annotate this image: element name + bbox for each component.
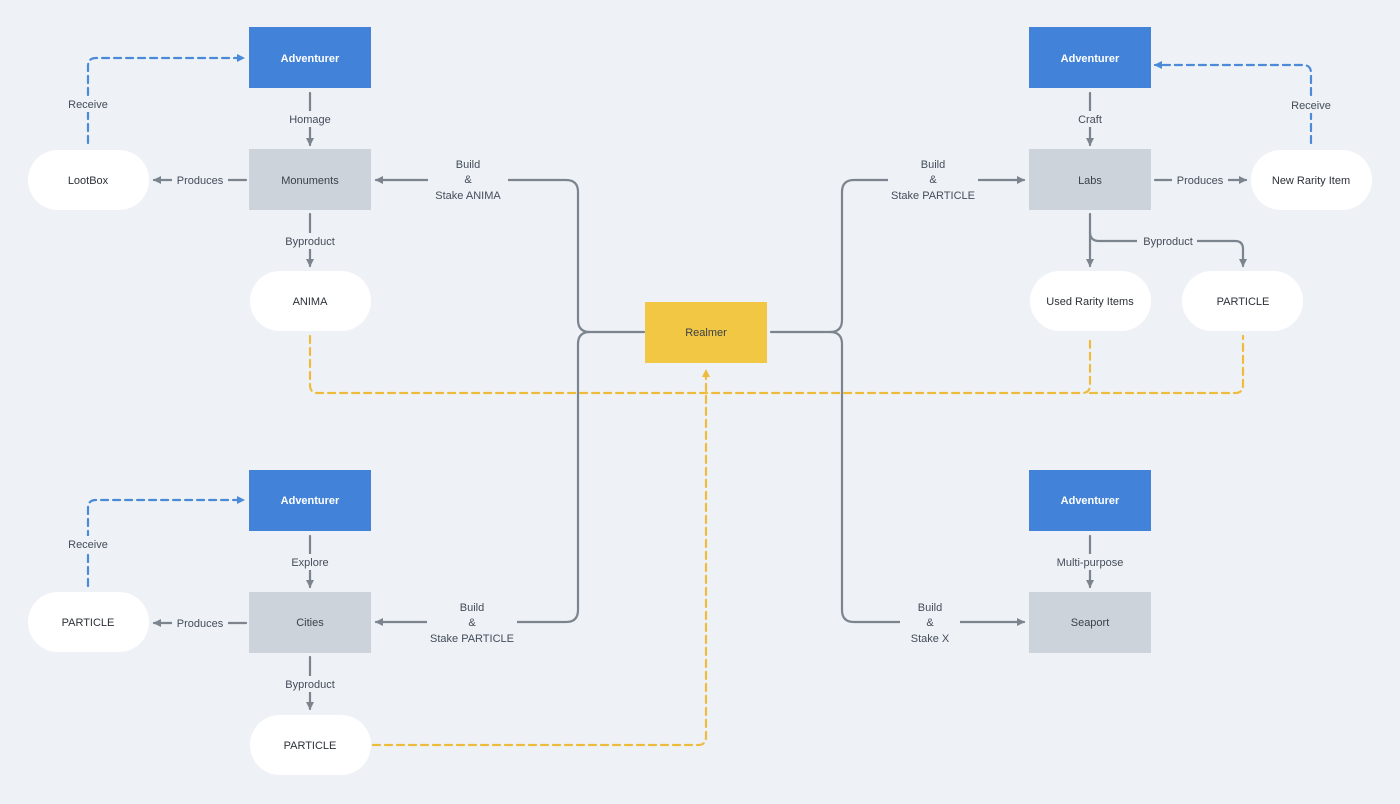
label-build-x-3: Stake X: [911, 633, 950, 645]
label-build-particle-tr-3: Stake PARTICLE: [891, 190, 975, 202]
node-monuments[interactable]: Monuments: [249, 149, 371, 210]
label-produces-tr: Produces: [1177, 175, 1224, 187]
return-line-particle-tr: [1088, 334, 1245, 395]
label-produces-bl: Produces: [177, 618, 224, 630]
node-label: Adventurer: [281, 495, 340, 507]
label-build-particle-bl-2: &: [468, 617, 476, 629]
label-build-x-2: &: [926, 617, 934, 629]
receive-line-bl: [86, 496, 246, 588]
label-build-anima-3: Stake ANIMA: [435, 190, 501, 202]
node-adventurer-br[interactable]: Adventurer: [1029, 470, 1151, 531]
label-build-particle-tr-1: Build: [921, 159, 945, 171]
label-receive-tl: Receive: [68, 99, 108, 111]
node-lootbox[interactable]: LootBox: [28, 150, 149, 210]
edge-labels: Receive Homage Produces Byproduct Build …: [62, 96, 1337, 692]
bus-right: [769, 176, 1026, 334]
node-label: Seaport: [1071, 617, 1110, 629]
node-label: ANIMA: [293, 296, 329, 308]
label-build-x-1: Build: [918, 602, 942, 614]
return-line-anima: [308, 334, 1092, 395]
node-adventurer-tr[interactable]: Adventurer: [1029, 27, 1151, 88]
node-label: Adventurer: [1061, 53, 1120, 65]
node-label: Realmer: [685, 327, 727, 339]
label-receive-tr: Receive: [1291, 100, 1331, 112]
label-build-particle-bl-3: Stake PARTICLE: [430, 633, 514, 645]
receive-line-tr: [1153, 61, 1313, 145]
label-byproduct-tr: Byproduct: [1143, 236, 1193, 248]
node-realmer[interactable]: Realmer: [645, 302, 767, 363]
label-homage: Homage: [289, 114, 331, 126]
label-produces-tl: Produces: [177, 175, 224, 187]
label-byproduct-tl: Byproduct: [285, 236, 335, 248]
node-particle-bl-bottom[interactable]: PARTICLE: [250, 715, 371, 775]
node-label: LootBox: [68, 175, 109, 187]
bus-right-down: [828, 330, 1026, 626]
label-explore: Explore: [291, 557, 328, 569]
node-label: Labs: [1078, 175, 1102, 187]
node-adventurer-tl[interactable]: Adventurer: [249, 27, 371, 88]
return-line-particle-bl: [371, 368, 710, 747]
label-build-particle-bl-1: Build: [460, 602, 484, 614]
node-particle-bl-left[interactable]: PARTICLE: [28, 592, 149, 652]
label-build-anima-1: Build: [456, 159, 480, 171]
label-receive-bl: Receive: [68, 539, 108, 551]
node-labs[interactable]: Labs: [1029, 149, 1151, 210]
label-byproduct-bl: Byproduct: [285, 679, 335, 691]
node-used-rarity-items[interactable]: Used Rarity Items: [1030, 271, 1151, 331]
node-label: Adventurer: [1061, 495, 1120, 507]
label-multi-purpose: Multi-purpose: [1057, 557, 1124, 569]
label-build-anima-2: &: [464, 174, 472, 186]
node-cities[interactable]: Cities: [249, 592, 371, 653]
label-build-particle-tr-2: &: [929, 174, 937, 186]
node-particle-tr[interactable]: PARTICLE: [1182, 271, 1303, 331]
arrow-byproduct-tr: [1088, 230, 1247, 268]
node-label: Used Rarity Items: [1046, 296, 1134, 308]
node-label: PARTICLE: [1217, 296, 1270, 308]
node-anima[interactable]: ANIMA: [250, 271, 371, 331]
bus-left: [374, 176, 646, 334]
node-adventurer-bl[interactable]: Adventurer: [249, 470, 371, 531]
node-label: Cities: [296, 617, 324, 629]
node-label: New Rarity Item: [1272, 175, 1350, 187]
node-label: PARTICLE: [62, 617, 115, 629]
node-new-rarity-item[interactable]: New Rarity Item: [1251, 150, 1372, 210]
node-label: Monuments: [281, 175, 339, 187]
receive-line-tl: [86, 54, 246, 145]
nodes: Adventurer Monuments LootBox ANIMA Adven…: [28, 27, 1372, 775]
node-label: PARTICLE: [284, 740, 337, 752]
node-label: Adventurer: [281, 53, 340, 65]
node-seaport[interactable]: Seaport: [1029, 592, 1151, 653]
label-craft: Craft: [1078, 114, 1102, 126]
bus-left-down: [374, 330, 592, 626]
